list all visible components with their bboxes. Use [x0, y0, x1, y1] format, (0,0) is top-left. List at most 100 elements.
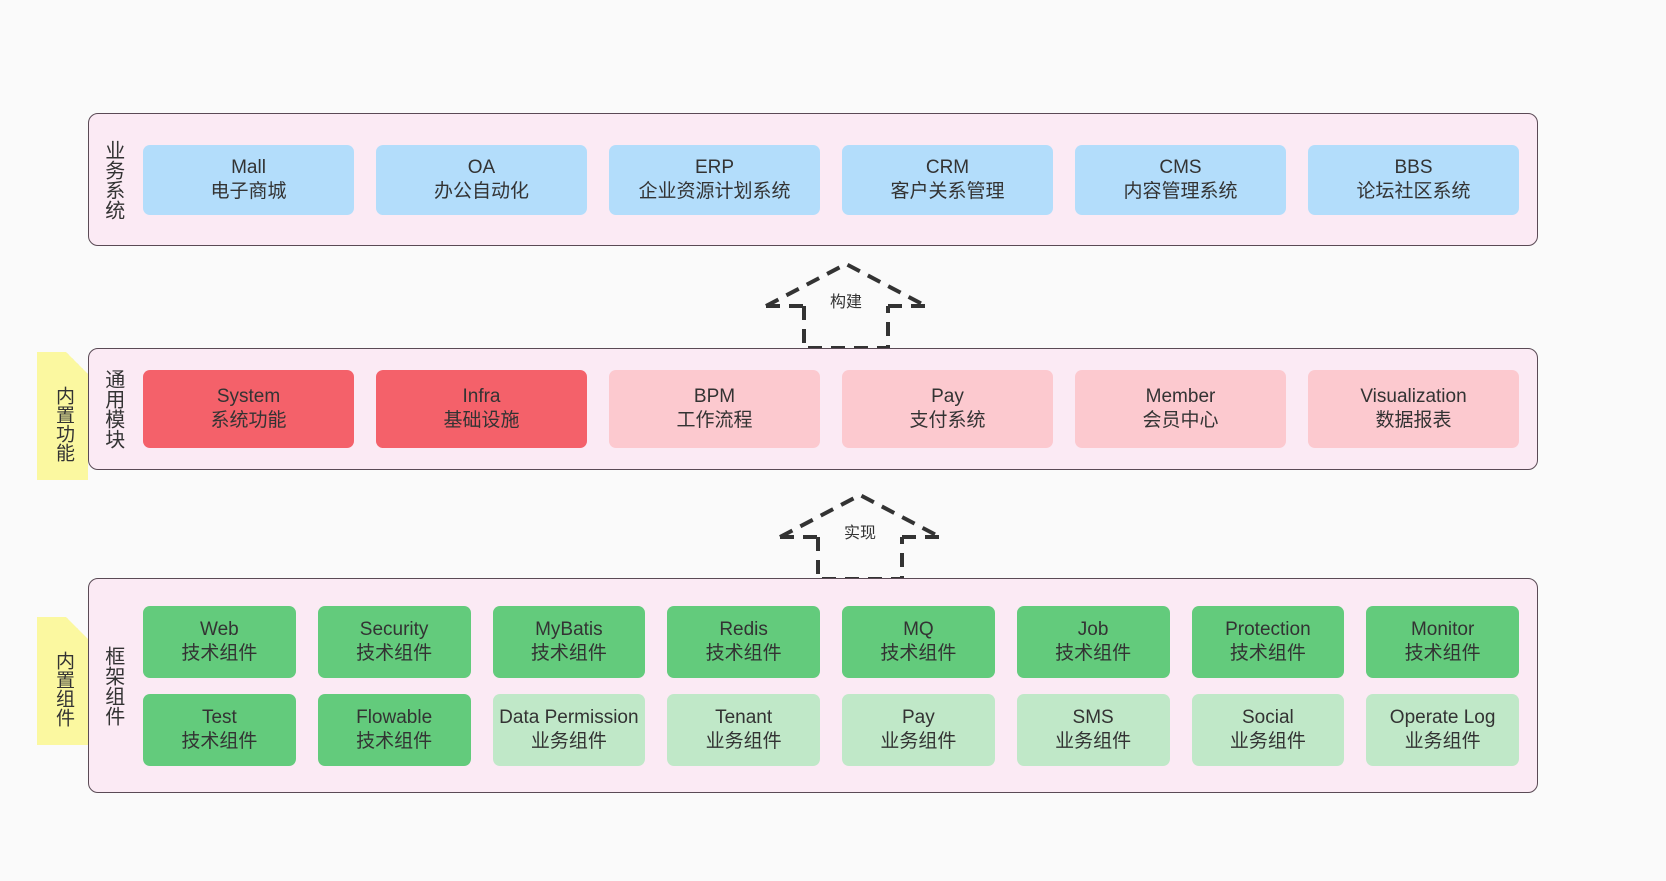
cell-desc: 业务组件: [705, 730, 782, 752]
cell-desc: 技术组件: [1404, 642, 1481, 664]
cell-name: Tenant: [715, 706, 773, 728]
cell-name: MQ: [903, 618, 934, 640]
cell-name: Member: [1145, 386, 1216, 408]
cell-redis[interactable]: Redis 技术组件: [667, 605, 820, 678]
arrow-build: 构建: [756, 258, 936, 350]
cell-protection[interactable]: Protection 技术组件: [1191, 605, 1345, 678]
note-text: 内置功能: [52, 386, 74, 462]
cell-member[interactable]: Member 会员中心: [1075, 370, 1286, 448]
cell-pay-business[interactable]: Pay 业务组件: [842, 693, 995, 766]
cell-desc: 基础设施: [443, 410, 520, 431]
cell-name: Infra: [462, 386, 501, 408]
cell-visualization[interactable]: Visualization 数据报表: [1308, 370, 1519, 448]
cell-name: Mall: [231, 156, 266, 178]
cell-pay[interactable]: Pay 支付系统: [842, 370, 1053, 448]
note-builtin-functions: 内置功能: [37, 352, 88, 480]
generalization-arrow-icon: [765, 261, 927, 350]
cell-name: Pay: [931, 386, 964, 408]
cell-name: CRM: [925, 156, 970, 178]
cell-sms[interactable]: SMS 业务组件: [1016, 693, 1170, 766]
cell-name: Monitor: [1410, 618, 1475, 640]
cell-name: Operate Log: [1389, 706, 1496, 728]
arrow-label-realize: 实现: [843, 525, 877, 542]
cell-desc: 内容管理系统: [1123, 180, 1238, 202]
arrow-realize: 实现: [770, 489, 950, 581]
cell-desc: 办公自动化: [433, 180, 529, 202]
cell-desc: 技术组件: [181, 642, 258, 664]
cell-mall[interactable]: Mall 电子商城: [143, 144, 354, 215]
cell-desc: 会员中心: [1142, 410, 1219, 431]
cell-social[interactable]: Social 业务组件: [1191, 693, 1345, 766]
cell-row: System 系统功能 Infra 基础设施 BPM 工作流程 Pay 支付系统…: [143, 370, 1519, 448]
cell-cms[interactable]: CMS 内容管理系统: [1075, 144, 1286, 215]
layer-framework-components: 框架组件 Web 技术组件 Security 技术组件 MyBatis 技术组件…: [88, 578, 1538, 793]
cell-desc: 技术组件: [705, 642, 782, 664]
layer-cells-business-systems: Mall 电子商城 OA 办公自动化 ERP 企业资源计划系统 CRM 客户关系…: [135, 114, 1537, 245]
cell-oa[interactable]: OA 办公自动化: [376, 144, 587, 215]
cell-security[interactable]: Security 技术组件: [317, 605, 471, 678]
layer-title-business-systems: 业务系统: [101, 139, 124, 220]
cell-infra[interactable]: Infra 基础设施: [376, 370, 587, 448]
cell-data-permission[interactable]: Data Permission 业务组件: [492, 693, 646, 766]
cell-name: CMS: [1159, 156, 1202, 178]
cell-name: Visualization: [1360, 386, 1467, 408]
cell-name: MyBatis: [535, 618, 603, 640]
cell-name: Web: [200, 618, 239, 640]
layer-title-common-modules: 通用模块: [101, 369, 124, 449]
cell-desc: 系统功能: [210, 410, 287, 431]
cell-desc: 业务组件: [1055, 730, 1132, 752]
cell-desc: 业务组件: [880, 730, 957, 752]
cell-desc: 技术组件: [1055, 642, 1132, 664]
cell-desc: 业务组件: [530, 730, 607, 752]
cell-name: Flowable: [356, 706, 433, 728]
cell-system[interactable]: System 系统功能: [143, 370, 354, 448]
cell-row: Mall 电子商城 OA 办公自动化 ERP 企业资源计划系统 CRM 客户关系…: [143, 144, 1519, 215]
cell-desc: 技术组件: [356, 642, 433, 664]
cell-desc: 技术组件: [530, 642, 607, 664]
cell-name: Test: [201, 706, 237, 728]
cell-desc: 企业资源计划系统: [638, 180, 791, 202]
cell-name: Security: [359, 618, 429, 640]
cell-desc: 工作流程: [676, 410, 753, 431]
cell-erp[interactable]: ERP 企业资源计划系统: [609, 144, 820, 215]
note-builtin-components: 内置组件: [37, 617, 88, 745]
generalization-arrow-icon: [779, 492, 941, 581]
cell-desc: 技术组件: [1229, 642, 1306, 664]
cell-job[interactable]: Job 技术组件: [1016, 605, 1170, 678]
note-text: 内置组件: [52, 651, 74, 727]
layer-cells-framework-components: Web 技术组件 Security 技术组件 MyBatis 技术组件 Redi…: [135, 579, 1537, 792]
layer-business-systems: 业务系统 Mall 电子商城 OA 办公自动化 ERP 企业资源计划系统 CRM…: [88, 113, 1538, 246]
cell-name: Social: [1242, 706, 1294, 728]
cell-bbs[interactable]: BBS 论坛社区系统: [1308, 144, 1519, 215]
cell-name: ERP: [694, 156, 735, 178]
cell-tenant[interactable]: Tenant 业务组件: [667, 693, 820, 766]
cell-row: Web 技术组件 Security 技术组件 MyBatis 技术组件 Redi…: [143, 605, 1519, 678]
cell-name: BPM: [693, 386, 736, 408]
cell-desc: 技术组件: [880, 642, 957, 664]
cell-desc: 数据报表: [1375, 410, 1452, 431]
layer-common-modules: 通用模块 System 系统功能 Infra 基础设施 BPM 工作流程 Pay…: [88, 348, 1538, 470]
cell-bpm[interactable]: BPM 工作流程: [609, 370, 820, 448]
cell-row: Test 技术组件 Flowable 技术组件 Data Permission …: [143, 693, 1519, 766]
cell-desc: 业务组件: [1229, 730, 1306, 752]
cell-name: SMS: [1072, 706, 1114, 728]
cell-test[interactable]: Test 技术组件: [143, 693, 296, 766]
cell-web[interactable]: Web 技术组件: [143, 605, 296, 678]
arrow-label-build: 构建: [829, 294, 863, 311]
cell-crm[interactable]: CRM 客户关系管理: [842, 144, 1053, 215]
cell-desc: 论坛社区系统: [1356, 180, 1471, 202]
cell-monitor[interactable]: Monitor 技术组件: [1366, 605, 1519, 678]
cell-mybatis[interactable]: MyBatis 技术组件: [492, 605, 646, 678]
cell-operate-log[interactable]: Operate Log 业务组件: [1366, 693, 1519, 766]
cell-mq[interactable]: MQ 技术组件: [842, 605, 995, 678]
cell-desc: 业务组件: [1404, 730, 1481, 752]
cell-desc: 技术组件: [181, 730, 258, 752]
cell-desc: 电子商城: [210, 180, 287, 202]
layer-title-framework-components: 框架组件: [101, 645, 124, 726]
cell-name: Redis: [719, 618, 768, 640]
cell-desc: 技术组件: [356, 730, 433, 752]
cell-desc: 支付系统: [909, 410, 986, 431]
cell-name: BBS: [1394, 156, 1433, 178]
cell-flowable[interactable]: Flowable 技术组件: [317, 693, 471, 766]
